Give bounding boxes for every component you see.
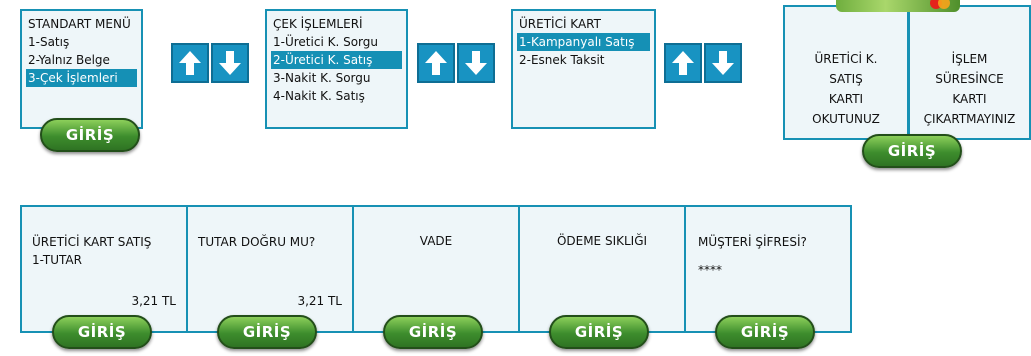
panel-heading: MÜŞTERİ ŞİFRESİ? xyxy=(698,235,807,249)
vade-panel: VADE xyxy=(352,205,520,333)
card-keep-line: İŞLEM xyxy=(951,52,988,66)
menu-list: 1-Kampanyalı Satış 2-Esnek Taksit xyxy=(517,33,650,69)
panel-heading: ÜRETİCİ KART SATIŞ xyxy=(32,235,152,249)
card-read-line: KARTI xyxy=(828,92,864,106)
nav-arrows xyxy=(417,43,495,83)
menu-item-uretici-satis[interactable]: 2-Üretici K. Satış xyxy=(271,51,402,69)
arrow-down-icon[interactable] xyxy=(211,43,249,83)
nav-arrows xyxy=(664,43,742,83)
panel-heading: TUTAR DOĞRU MU? xyxy=(198,235,316,249)
card-keep-text: İŞLEM SÜRESİNCE KARTI ÇIKARTMAYINIZ xyxy=(910,49,1029,129)
uretici-kart-panel: ÜRETİCİ KART 1-Kampanyalı Satış 2-Esnek … xyxy=(511,9,656,129)
arrow-down-icon[interactable] xyxy=(457,43,495,83)
giris-button[interactable]: GİRİŞ xyxy=(217,315,317,349)
credit-card-icon xyxy=(836,0,960,12)
giris-button[interactable]: GİRİŞ xyxy=(715,315,815,349)
menu-list: 1-Satış 2-Yalnız Belge 3-Çek İşlemleri xyxy=(26,33,137,87)
giris-button[interactable]: GİRİŞ xyxy=(52,315,152,349)
nav-arrows xyxy=(171,43,249,83)
menu-item-nakit-sorgu[interactable]: 3-Nakit K. Sorgu xyxy=(273,71,371,85)
card-keep-line: SÜRESİNCE xyxy=(935,72,1004,86)
amount-value: 3,21 TL xyxy=(131,294,176,308)
panel-heading: ÖDEME SIKLIĞI xyxy=(556,234,648,248)
password-mask: **** xyxy=(698,263,722,277)
standart-menu-panel: STANDART MENÜ 1-Satış 2-Yalnız Belge 3-Ç… xyxy=(20,9,143,129)
panel-text: ÜRETİCİ KART SATIŞ 1-TUTAR xyxy=(32,233,151,269)
menu-list: 1-Üretici K. Sorgu 2-Üretici K. Satış 3-… xyxy=(271,33,402,105)
panel-heading: VADE xyxy=(419,234,453,248)
giris-button[interactable]: GİRİŞ xyxy=(40,118,140,152)
card-read-panel: ÜRETİCİ K. SATIŞ KARTI OKUTUNUZ xyxy=(783,5,909,140)
menu-item-yalniz-belge[interactable]: 2-Yalnız Belge xyxy=(28,53,110,67)
panel-text: MÜŞTERİ ŞİFRESİ? **** xyxy=(698,233,807,279)
card-read-line: ÜRETİCİ K. xyxy=(814,52,878,66)
card-read-line: OKUTUNUZ xyxy=(812,112,880,126)
giris-button[interactable]: GİRİŞ xyxy=(549,315,649,349)
card-keep-panel: İŞLEM SÜRESİNCE KARTI ÇIKARTMAYINIZ xyxy=(908,5,1031,140)
menu-title: STANDART MENÜ xyxy=(28,17,131,31)
menu-item-kampanyali-satis[interactable]: 1-Kampanyalı Satış xyxy=(517,33,650,51)
menu-title: ÜRETİCİ KART xyxy=(519,17,601,31)
menu-item-esnek-taksit[interactable]: 2-Esnek Taksit xyxy=(519,53,605,67)
card-keep-line: KARTI xyxy=(952,92,987,106)
arrow-up-icon[interactable] xyxy=(417,43,455,83)
panel-subtext: 1-TUTAR xyxy=(32,253,82,267)
musteri-sifresi-panel: MÜŞTERİ ŞİFRESİ? **** xyxy=(684,205,852,333)
cek-islemleri-panel: ÇEK İŞLEMLERİ 1-Üretici K. Sorgu 2-Üreti… xyxy=(265,9,408,129)
giris-button[interactable]: GİRİŞ xyxy=(383,315,483,349)
arrow-up-icon[interactable] xyxy=(664,43,702,83)
menu-title: ÇEK İŞLEMLERİ xyxy=(273,17,363,31)
menu-item-cek-islemleri[interactable]: 3-Çek İşlemleri xyxy=(26,69,137,87)
tutar-dogru-panel: TUTAR DOĞRU MU? 3,21 TL xyxy=(186,205,354,333)
panel-text: TUTAR DOĞRU MU? xyxy=(198,233,315,251)
menu-item-uretici-sorgu[interactable]: 1-Üretici K. Sorgu xyxy=(273,35,378,49)
tutar-panel: ÜRETİCİ KART SATIŞ 1-TUTAR 3,21 TL xyxy=(20,205,188,333)
menu-item-nakit-satis[interactable]: 4-Nakit K. Satış xyxy=(273,89,365,103)
arrow-up-icon[interactable] xyxy=(171,43,209,83)
card-read-text: ÜRETİCİ K. SATIŞ KARTI OKUTUNUZ xyxy=(785,49,907,129)
arrow-down-icon[interactable] xyxy=(704,43,742,83)
amount-value: 3,21 TL xyxy=(297,294,342,308)
card-keep-line: ÇIKARTMAYINIZ xyxy=(923,112,1016,126)
giris-button[interactable]: GİRİŞ xyxy=(862,134,962,168)
menu-item-satis[interactable]: 1-Satış xyxy=(28,35,70,49)
odeme-sikligi-panel: ÖDEME SIKLIĞI xyxy=(518,205,686,333)
card-read-line: SATIŞ xyxy=(829,72,863,86)
